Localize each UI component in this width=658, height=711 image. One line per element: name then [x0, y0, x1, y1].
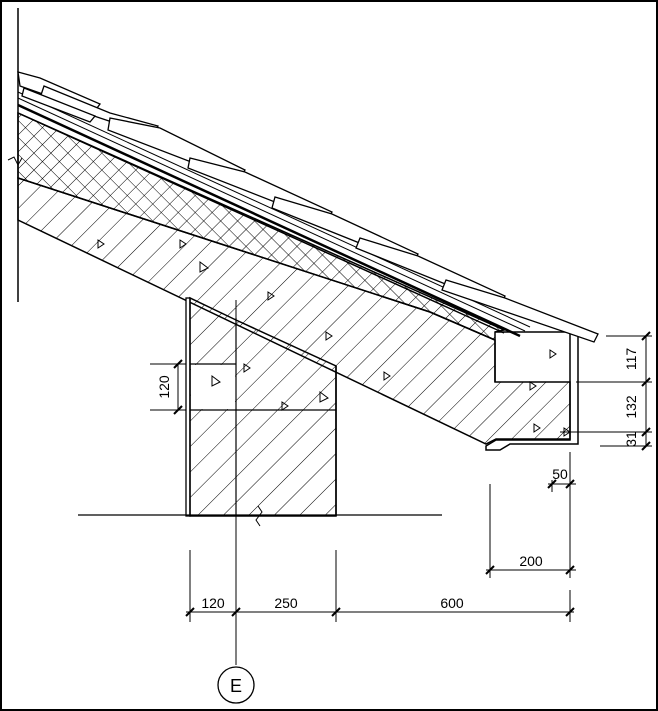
dimension-31: 31: [623, 431, 639, 447]
gutter-lip-dimension: [547, 452, 576, 578]
beam-infill: [191, 365, 235, 409]
insulation-top-line: [17, 112, 505, 334]
bottom-dimension-chain: [185, 550, 575, 622]
dimension-50: 50: [552, 466, 568, 482]
gutter-outline: [485, 331, 579, 451]
dimension-beam-120: 120: [156, 375, 172, 399]
membrane-line-2: [17, 97, 526, 332]
dimension-600: 600: [440, 595, 464, 611]
dimension-120: 120: [201, 595, 225, 611]
dimension-250: 250: [274, 595, 298, 611]
dimension-132: 132: [623, 395, 639, 419]
grid-axis-label: E: [230, 676, 242, 696]
aggregate-marks: [97, 239, 571, 437]
dimension-117: 117: [623, 348, 639, 371]
dimension-200: 200: [519, 553, 543, 569]
gutter-width-dimension: [485, 484, 576, 578]
roof-tiles: [17, 71, 599, 343]
right-dimension-chain: [560, 331, 652, 451]
beam-height-dimension: [150, 359, 186, 415]
grid-axis-bubble: [217, 666, 255, 704]
floor-break-mark: [255, 505, 263, 527]
membrane-line-1: [17, 103, 521, 338]
